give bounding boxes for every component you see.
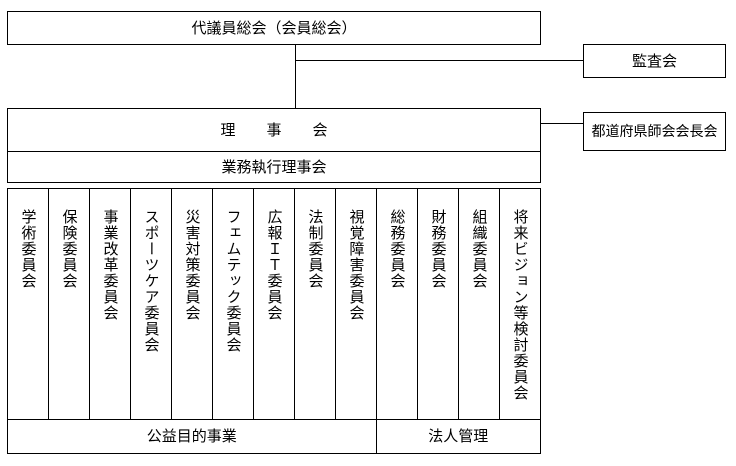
committee-column: 視覚障害委員会 [336, 189, 377, 419]
committee-column: 事業改革委員会 [90, 189, 131, 419]
committee-column: 学術委員会 [8, 189, 49, 419]
committee-column: 広報ＩＴ委員会 [254, 189, 295, 419]
committee-label: 組織委員会 [470, 209, 489, 289]
prefectural-presidents-box: 都道府県師会会長会 [583, 112, 726, 151]
category-corporate-management: 法人管理 [377, 420, 540, 453]
connector-to-audit-board [295, 60, 583, 61]
committee-label: 災害対策委員会 [183, 209, 202, 321]
connector-to-prefectural-presidents [541, 123, 583, 124]
executive-board-label: 業務執行理事会 [221, 157, 327, 176]
executive-board-box: 業務執行理事会 [7, 152, 541, 183]
committee-label: 法制委員会 [306, 209, 325, 289]
committee-label: 保険委員会 [60, 209, 79, 289]
committee-label: 学術委員会 [19, 209, 38, 289]
category-public-interest-label: 公益目的事業 [146, 427, 237, 445]
category-corporate-management-label: 法人管理 [428, 427, 489, 445]
audit-board-box: 監査会 [583, 44, 726, 78]
board-of-directors-box: 理 事 会 [7, 108, 541, 152]
committee-column: フェムテック委員会 [213, 189, 254, 419]
committee-column: 災害対策委員会 [172, 189, 213, 419]
committee-label: 広報ＩＴ委員会 [265, 209, 284, 321]
committee-column: スポーツケア委員会 [131, 189, 172, 419]
committee-label: スポーツケア委員会 [142, 209, 161, 353]
committee-label: 将来ビジョン等検討委員会 [511, 209, 530, 401]
committee-label: 総務委員会 [388, 209, 407, 289]
business-categories: 公益目的事業 法人管理 [7, 420, 541, 454]
audit-board-label: 監査会 [631, 51, 677, 70]
general-assembly-label: 代議員総会（会員総会） [191, 18, 357, 37]
committee-label: 財務委員会 [429, 209, 448, 289]
committee-column: 法制委員会 [295, 189, 336, 419]
connector-assembly-to-board [295, 45, 296, 108]
category-public-interest: 公益目的事業 [8, 420, 377, 453]
committee-label: 事業改革委員会 [101, 209, 120, 321]
board-of-directors-label: 理 事 会 [220, 120, 336, 139]
committee-column: 組織委員会 [459, 189, 500, 419]
committee-columns: 学術委員会 保険委員会 事業改革委員会 スポーツケア委員会 災害対策委員会 フェ… [7, 188, 541, 420]
committee-label: フェムテック委員会 [224, 209, 243, 353]
committee-column: 将来ビジョン等検討委員会 [500, 189, 540, 419]
prefectural-presidents-label: 都道府県師会会長会 [591, 123, 718, 140]
general-assembly-box: 代議員総会（会員総会） [7, 11, 541, 45]
committee-column: 保険委員会 [49, 189, 90, 419]
committee-column: 財務委員会 [418, 189, 459, 419]
committee-column: 総務委員会 [377, 189, 418, 419]
committee-label: 視覚障害委員会 [347, 209, 366, 321]
